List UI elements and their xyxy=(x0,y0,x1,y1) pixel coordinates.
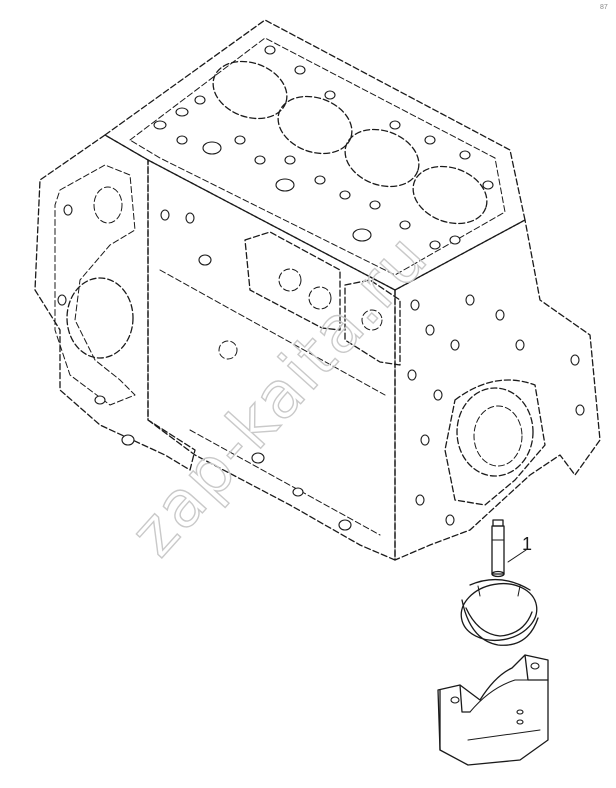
callout-1: 1 xyxy=(507,534,532,563)
cylinder-bore-1 xyxy=(212,60,288,120)
camshaft-front-bore xyxy=(93,186,123,224)
callout-1-label: 1 xyxy=(522,534,532,554)
engine-block xyxy=(34,19,601,561)
cylinder-bore-4 xyxy=(412,165,488,225)
cylinder-bore-3 xyxy=(344,128,420,188)
cylinder-bores xyxy=(212,60,488,225)
side-face-bolts xyxy=(251,452,352,531)
page-number: 87 xyxy=(600,4,608,11)
crankshaft-front-bore xyxy=(66,277,134,359)
timing-face-holes xyxy=(57,204,212,446)
bearing-cap-bolt xyxy=(491,519,505,578)
main-bearing-shell xyxy=(460,578,539,646)
deck-holes xyxy=(153,45,494,250)
oil-pan-rail xyxy=(189,429,381,536)
rear-bearing-housing xyxy=(444,379,546,506)
watermark: zap-kaita.ru xyxy=(117,220,443,570)
skirt-line xyxy=(159,269,386,396)
crankshaft-rear-bore-inner xyxy=(473,405,523,467)
block-flywheel-end-face xyxy=(394,219,601,561)
main-bearing-cap xyxy=(437,654,549,766)
timing-plate-outline xyxy=(54,164,136,406)
block-deck-rim xyxy=(129,37,506,276)
side-cover-opening-2 xyxy=(344,279,401,366)
callout-1-leader xyxy=(507,549,527,563)
crankshaft-rear-bore xyxy=(456,387,534,477)
side-cover-opening-1 xyxy=(244,231,341,331)
rear-face-holes xyxy=(407,294,585,526)
cylinder-bore-2 xyxy=(277,95,353,155)
